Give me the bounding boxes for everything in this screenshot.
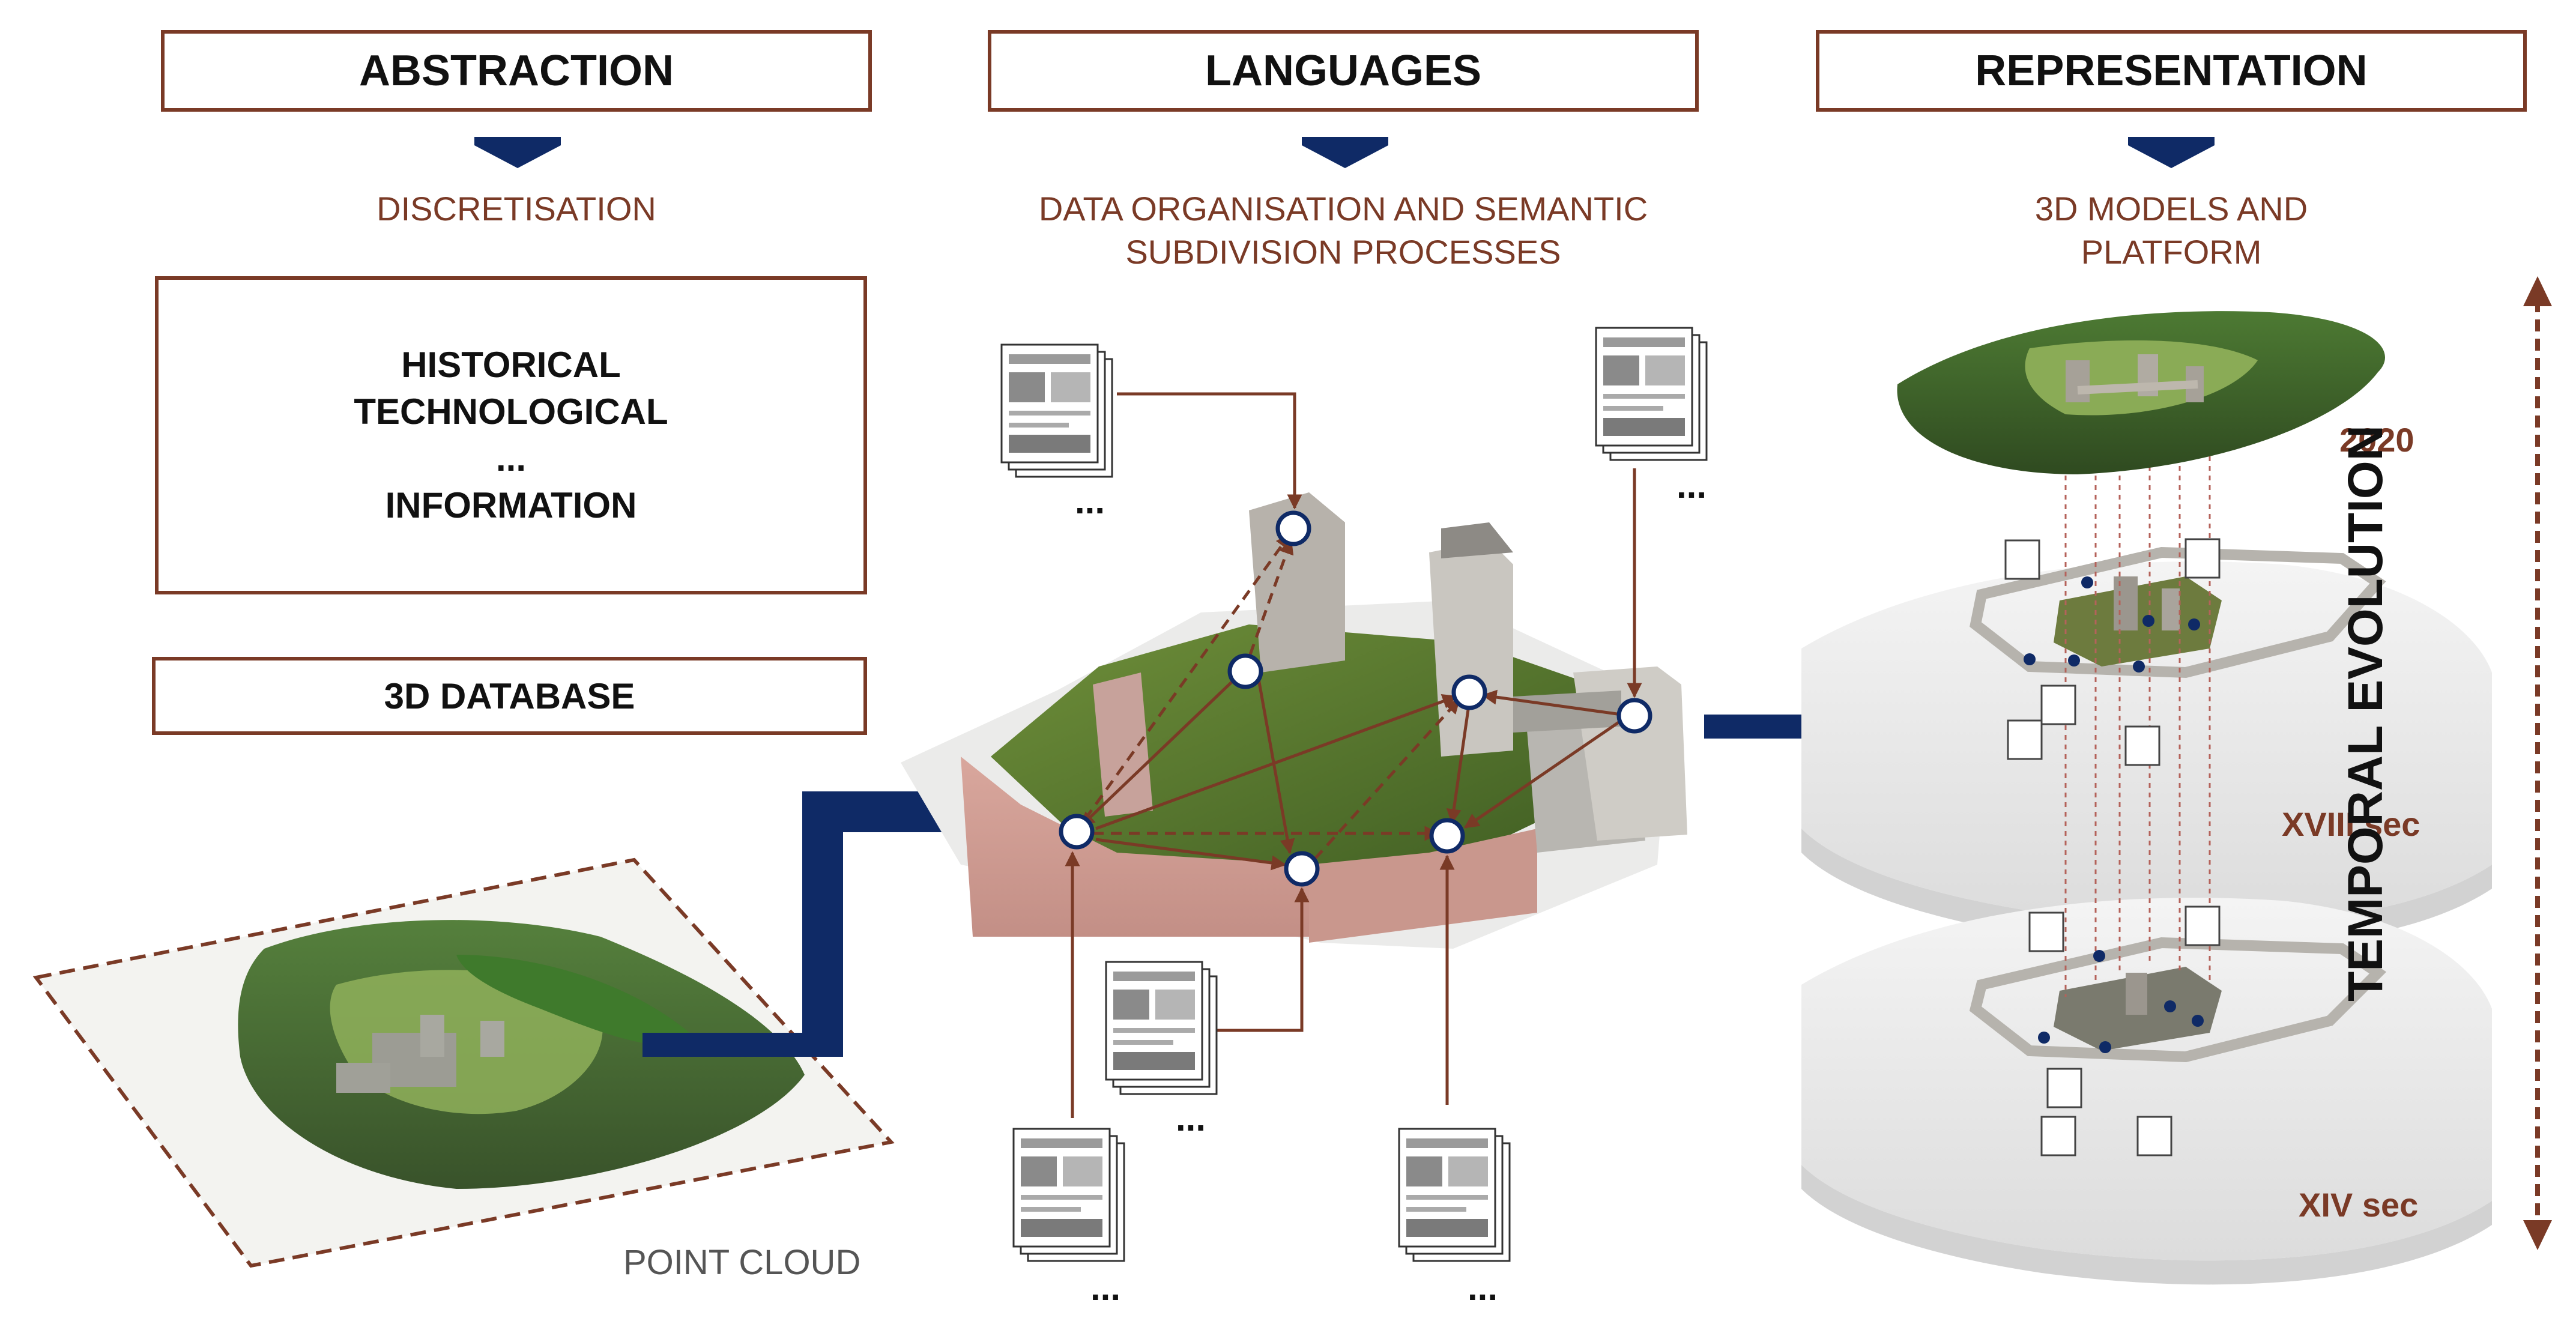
temporal-evolution-label: TEMPORAL EVOLUTION (2338, 425, 2393, 1002)
terrain-slab-xiv (1801, 898, 2492, 1285)
subtitle-languages: DATA ORGANISATION AND SEMANTIC SUBDIVISI… (928, 187, 1759, 274)
doc-ellipsis-middle: ... (1176, 1098, 1206, 1138)
down-arrow-representation (2128, 137, 2215, 168)
period-xviii: XVIII sec (2282, 805, 2420, 843)
representation-nodes (2024, 576, 2204, 1053)
header-languages: LANGUAGES (988, 30, 1699, 112)
castle-footprint-xviii (1970, 546, 2386, 679)
subtitle-representation-line-1: 3D MODELS AND (2034, 190, 2308, 228)
header-representation: REPRESENTATION (1816, 30, 2527, 112)
flow-arrow-to-languages (642, 767, 1033, 1057)
castle-footprint-xiv (1969, 937, 2387, 1063)
header-abstraction: ABSTRACTION (161, 30, 872, 112)
semantic-nodes (1059, 510, 1652, 887)
node-right-wall (1429, 818, 1465, 854)
representation-doc-thumbnails (2004, 538, 2221, 1156)
document-stack-top-right (1595, 327, 1708, 461)
doc-ellipsis-bottom-right: ... (1468, 1268, 1498, 1308)
subtitle-discretisation: DISCRETISATION (376, 190, 656, 228)
node-keep (1451, 674, 1487, 710)
document-stack-top-left (1000, 343, 1113, 478)
subtitle-languages-line-1: DATA ORGANISATION AND SEMANTIC (1038, 190, 1648, 228)
info-line-ellipsis: ... (495, 438, 526, 479)
node-front-wall (1284, 851, 1320, 887)
info-line-technological: TECHNOLOGICAL (354, 391, 668, 432)
information-box: HISTORICAL TECHNOLOGICAL ... INFORMATION (155, 276, 867, 594)
subtitle-representation-line-2: PLATFORM (2081, 233, 2262, 271)
doc-ellipsis-top-right: ... (1677, 465, 1707, 506)
document-stack-bottom-left (1012, 1128, 1125, 1262)
document-connectors (1065, 392, 1642, 1118)
terrain-model-2020 (1897, 311, 2385, 474)
subtitle-languages-line-2: SUBDIVISION PROCESSES (1125, 233, 1561, 271)
node-tower-top (1275, 510, 1311, 546)
info-line-information: INFORMATION (385, 485, 637, 525)
doc-ellipsis-top-left: ... (1075, 481, 1105, 521)
database-box: 3D DATABASE (152, 657, 867, 735)
temporal-evolution-arrow (2523, 276, 2552, 1250)
doc-ellipsis-bottom-left: ... (1090, 1268, 1121, 1308)
point-cloud-image (32, 857, 895, 1268)
point-cloud-label: POINT CLOUD (623, 1243, 860, 1282)
down-arrow-abstraction (474, 137, 561, 168)
document-stack-bottom-right (1398, 1128, 1511, 1262)
info-line-historical: HISTORICAL (401, 345, 621, 385)
node-left-gate (1059, 814, 1095, 850)
period-xiv: XIV sec (2299, 1186, 2419, 1224)
node-right-tower (1616, 698, 1652, 734)
period-2020: 2020 (2339, 421, 2414, 459)
node-inner-wall (1227, 653, 1263, 689)
semantic-links (1073, 533, 1622, 871)
document-stack-middle (1105, 961, 1218, 1095)
subtitle-representation: 3D MODELS AND PLATFORM (1816, 187, 2527, 274)
down-arrow-languages (1302, 137, 1388, 168)
